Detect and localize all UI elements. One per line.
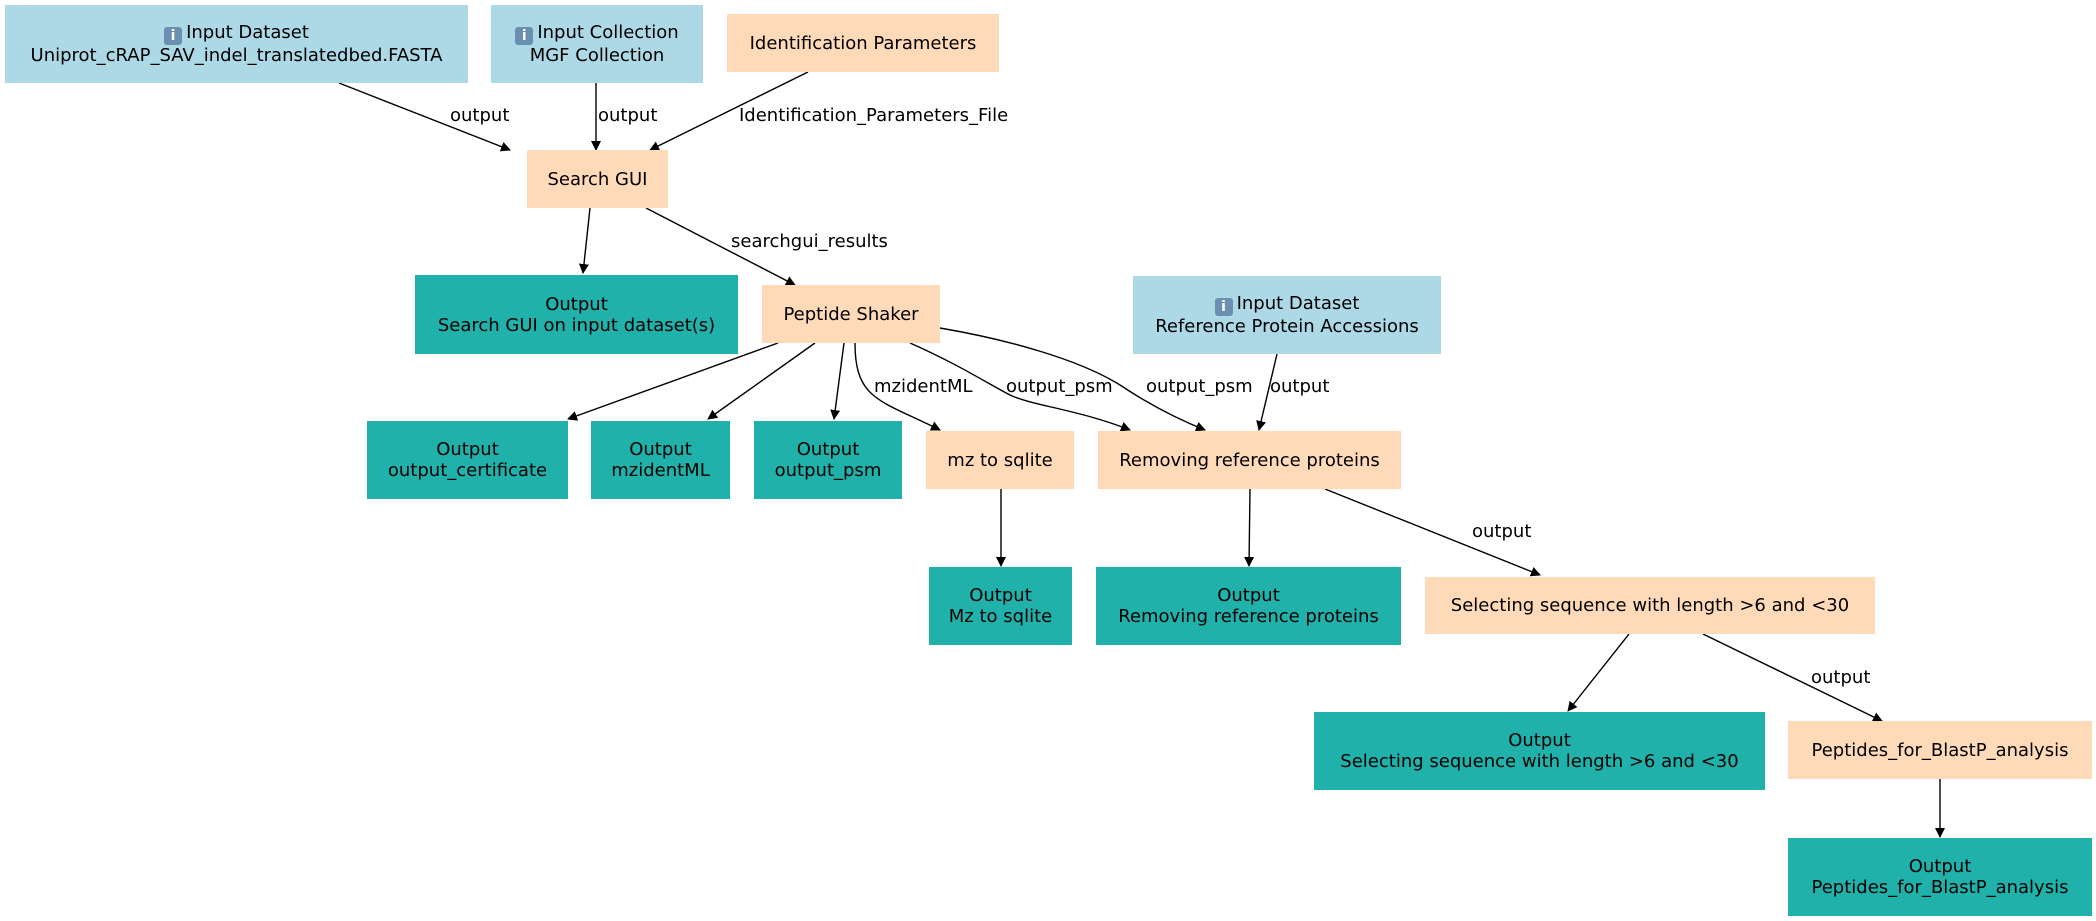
node-title: Output <box>1908 856 1972 877</box>
node-title: Output <box>796 439 860 460</box>
edge-select-to-peptides <box>1702 633 1883 722</box>
node-subtitle: Mz to sqlite <box>948 606 1053 627</box>
edge-shaker-to-mz <box>854 342 941 431</box>
edge-remove-to-select <box>1324 488 1541 577</box>
edge-shaker-to-certificate <box>567 342 779 421</box>
edge-ref-to-remove <box>1256 353 1278 431</box>
label-shaker-to-remove-1: output_psm <box>1006 376 1113 397</box>
label-params-to-search: Identification_Parameters_File <box>739 105 1008 126</box>
node-subtitle: output_certificate <box>387 460 548 481</box>
node-title: Output <box>629 439 692 460</box>
info-icon: i <box>1214 298 1233 316</box>
node-selecting-sequence[interactable]: Selecting sequence with length >6 and <3… <box>1425 577 1875 634</box>
node-title: Output <box>436 439 499 460</box>
node-title: Selecting sequence with length >6 and <3… <box>1450 595 1850 616</box>
node-output-mzidentml[interactable]: Output mzidentML <box>591 421 730 499</box>
edge-remove-to-outremove <box>1244 488 1255 567</box>
label-remove-to-select: output <box>1472 521 1531 542</box>
node-title: mz to sqlite <box>947 449 1053 471</box>
label-fasta-to-search: output <box>450 105 509 126</box>
label-select-to-peptides: output <box>1811 667 1870 688</box>
node-title: Output <box>1217 585 1280 606</box>
edge-search-to-shaker <box>645 207 796 286</box>
edge-shaker-to-remove-2 <box>939 327 1206 432</box>
edge-search-to-outsearch <box>578 207 591 274</box>
info-icon: i <box>515 27 534 45</box>
node-title: Identification Parameters <box>749 32 977 54</box>
label-mgf-to-search: output <box>598 105 657 126</box>
node-output-selecting-sequence[interactable]: Output Selecting sequence with length >6… <box>1314 712 1765 790</box>
node-search-gui[interactable]: Search GUI <box>527 150 668 208</box>
node-peptide-shaker[interactable]: Peptide Shaker <box>762 285 940 343</box>
label-shaker-to-remove-2: output_psm <box>1146 376 1253 397</box>
node-subtitle: MGF Collection <box>529 45 665 66</box>
label-shaker-to-mz: mzidentML <box>874 376 973 397</box>
edge-shaker-to-psm <box>830 342 845 420</box>
label-search-to-shaker: searchgui_results <box>731 231 888 252</box>
node-subtitle: mzidentML <box>611 460 710 481</box>
node-output-psm[interactable]: Output output_psm <box>754 421 902 499</box>
node-title: Peptide Shaker <box>783 303 919 325</box>
node-identification-parameters[interactable]: Identification Parameters <box>727 14 999 72</box>
node-mz-to-sqlite[interactable]: mz to sqlite <box>926 431 1074 489</box>
edge-fasta-to-search <box>338 82 511 152</box>
node-output-peptides-blastp[interactable]: Output Peptides_for_BlastP_analysis <box>1788 838 2092 916</box>
edge-params-to-search <box>649 71 809 151</box>
node-title: Output <box>1508 730 1571 751</box>
node-subtitle: Uniprot_cRAP_SAV_indel_translatedbed.FAS… <box>30 45 443 66</box>
node-subtitle: Selecting sequence with length >6 and <3… <box>1340 751 1739 772</box>
node-title: Peptides_for_BlastP_analysis <box>1811 739 2069 761</box>
node-output-removing-reference[interactable]: Output Removing reference proteins <box>1096 567 1401 645</box>
node-output-search-gui[interactable]: Output Search GUI on input dataset(s) <box>415 275 738 354</box>
node-title: Output <box>545 293 608 315</box>
node-title: Removing reference proteins <box>1119 449 1380 471</box>
node-output-mz-sqlite[interactable]: Output Mz to sqlite <box>929 567 1072 645</box>
edge-shaker-to-remove-1 <box>909 342 1131 432</box>
edge-shaker-to-mzident <box>707 342 816 420</box>
node-subtitle: Reference Protein Accessions <box>1155 316 1419 337</box>
node-peptides-blastp[interactable]: Peptides_for_BlastP_analysis <box>1788 721 2092 779</box>
info-icon: i <box>164 27 183 45</box>
node-subtitle: Search GUI on input dataset(s) <box>437 314 716 336</box>
node-title: Input Dataset <box>1236 293 1360 314</box>
node-subtitle: Peptides_for_BlastP_analysis <box>1811 877 2069 898</box>
node-subtitle: output_psm <box>774 460 882 481</box>
node-title: Input Collection <box>537 22 679 43</box>
node-title: Output <box>969 585 1032 606</box>
edge-select-to-outselect <box>1567 633 1630 712</box>
node-subtitle: Removing reference proteins <box>1118 606 1379 627</box>
node-removing-reference[interactable]: Removing reference proteins <box>1098 431 1401 489</box>
node-output-certificate[interactable]: Output output_certificate <box>367 421 568 499</box>
node-title: Search GUI <box>547 168 648 190</box>
label-ref-to-remove: output <box>1270 376 1329 397</box>
node-title: Input Dataset <box>186 22 309 43</box>
